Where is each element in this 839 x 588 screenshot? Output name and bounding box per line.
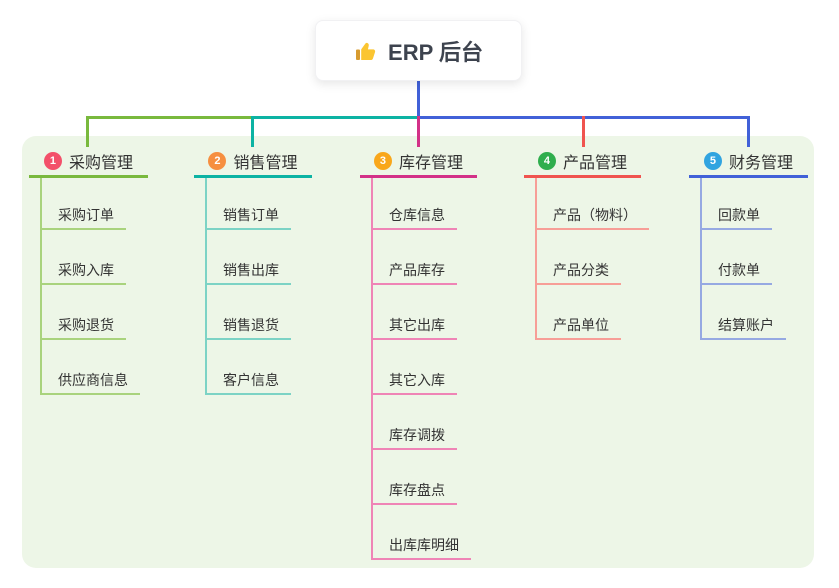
branch-title-4[interactable]: 4 产品管理 [524,147,641,178]
branch-label: 采购管理 [68,155,133,172]
branch-title-1[interactable]: 1 采购管理 [29,147,148,178]
branch-label: 销售管理 [233,155,298,172]
child-node[interactable]: 销售退货 [205,316,291,340]
background-panel [22,136,814,568]
child-node[interactable]: 库存调拨 [371,426,457,450]
numbered-badge: 4 [537,152,556,170]
root-node[interactable]: ERP 后台 [315,20,522,81]
child-node[interactable]: 仓库信息 [371,206,457,230]
child-node[interactable]: 库存盘点 [371,481,457,505]
numbered-badge: 1 [43,152,62,170]
child-node[interactable]: 付款单 [700,261,772,285]
child-trunk-line [371,178,373,560]
branch-rail-line [251,116,419,119]
child-node[interactable]: 客户信息 [205,371,291,395]
numbered-badge: 5 [703,152,722,170]
child-node[interactable]: 产品分类 [535,261,621,285]
child-node[interactable]: 结算账户 [700,316,786,340]
branch-drop-line [747,116,750,147]
child-node[interactable]: 销售订单 [205,206,291,230]
child-node[interactable]: 产品（物料） [535,206,649,230]
child-node[interactable]: 回款单 [700,206,772,230]
root-label: ERP 后台 [388,39,483,65]
child-node[interactable]: 采购订单 [40,206,126,230]
child-trunk-line [205,178,207,395]
child-node[interactable]: 采购入库 [40,261,126,285]
branch-label: 财务管理 [728,155,793,172]
numbered-badge: 3 [373,152,392,170]
branch-rail-line [86,116,254,119]
branch-drop-line [86,116,89,147]
root-connector-line [417,80,420,118]
branch-title-2[interactable]: 2 销售管理 [194,147,312,178]
child-node[interactable]: 产品单位 [535,316,621,340]
branch-drop-line [582,116,585,147]
child-trunk-line [535,178,537,340]
child-trunk-line [40,178,42,395]
child-node[interactable]: 产品库存 [371,261,457,285]
branch-label: 产品管理 [562,155,627,172]
branch-drop-line [251,116,254,147]
numbered-badge: 2 [208,152,227,170]
branch-title-5[interactable]: 5 财务管理 [689,147,808,178]
child-trunk-line [700,178,702,340]
child-node[interactable]: 供应商信息 [40,371,140,395]
child-node[interactable]: 出库库明细 [371,536,471,560]
branch-title-3[interactable]: 3 库存管理 [360,147,477,178]
thumbs-up-icon [354,39,378,63]
child-node[interactable]: 其它出库 [371,316,457,340]
child-node[interactable]: 采购退货 [40,316,126,340]
branch-label: 库存管理 [398,155,463,172]
child-node[interactable]: 销售出库 [205,261,291,285]
branch-drop-line [417,116,420,147]
child-node[interactable]: 其它入库 [371,371,457,395]
